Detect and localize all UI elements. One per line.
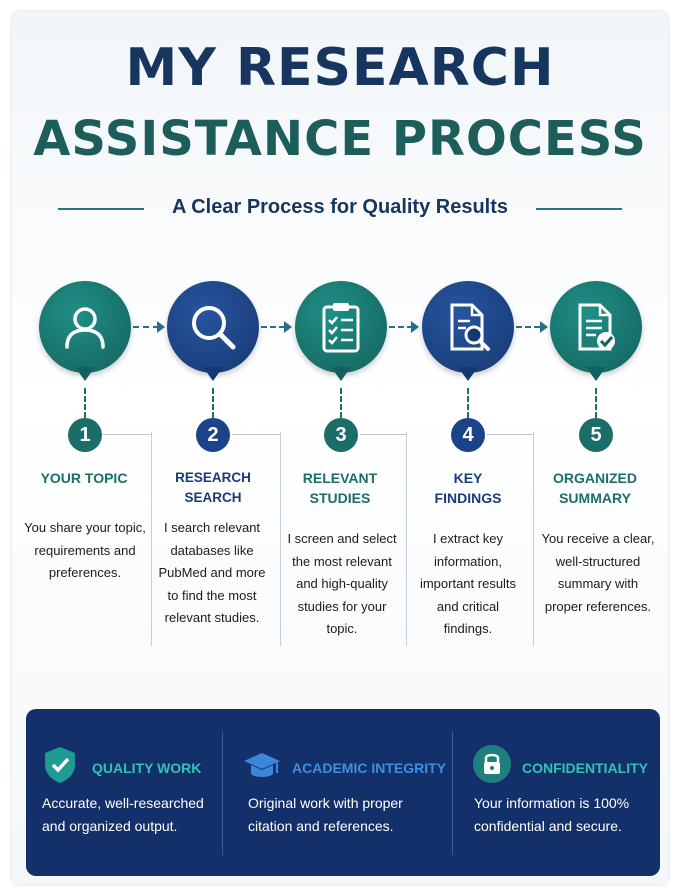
feature-1-title: QUALITY WORK — [92, 760, 202, 776]
person-icon — [65, 307, 105, 349]
page-title-line1: MY RESEARCH — [125, 38, 555, 98]
document-search-icon — [450, 303, 490, 351]
step-3-pin — [295, 281, 387, 381]
shield-check-icon — [45, 747, 75, 783]
step-4-pin — [422, 281, 514, 381]
connector-1-2 — [133, 326, 159, 328]
connector-arrow-2-3 — [284, 321, 292, 333]
connector-arrow-4-5 — [540, 321, 548, 333]
subtitle-divider-left — [58, 208, 144, 210]
subtitle-divider-right — [536, 208, 622, 210]
step-4-number: 4 — [451, 418, 485, 452]
step-separator-4 — [533, 432, 534, 646]
feature-2-description: Original work with proper citation and r… — [248, 795, 403, 834]
feature-2-title: ACADEMIC INTEGRITY — [292, 760, 446, 776]
number-line-1 — [103, 434, 151, 435]
feature-separator-2 — [452, 731, 453, 855]
step-3-title: RELEVANT STUDIES — [302, 470, 378, 506]
step-3-description: I screen and select the most relevant an… — [287, 531, 397, 636]
step-2-dash — [212, 388, 214, 418]
lock-icon — [473, 745, 511, 783]
connector-2-3 — [261, 326, 285, 328]
step-4-title: KEY FINDINGS — [434, 470, 502, 506]
connector-3-4 — [389, 326, 413, 328]
step-1-number: 1 — [68, 418, 102, 452]
number-line-2 — [232, 434, 280, 435]
feature-1-description: Accurate, well-researched and organized … — [42, 795, 204, 834]
connector-arrow-3-4 — [411, 321, 419, 333]
step-1-pin — [39, 281, 131, 381]
step-1-title: YOUR TOPIC — [40, 470, 128, 486]
connector-4-5 — [516, 326, 540, 328]
step-2-description: I search relevant databases like PubMed … — [158, 520, 266, 625]
step-4-description: I extract key information, important res… — [419, 531, 517, 636]
magnifier-icon — [192, 306, 236, 350]
step-1-dash — [84, 388, 86, 418]
number-line-4 — [487, 434, 533, 435]
step-separator-3 — [406, 432, 407, 646]
connector-arrow-1-2 — [157, 321, 165, 333]
features-panel: QUALITY WORK Accurate, well-researched a… — [26, 709, 660, 876]
step-5-number: 5 — [579, 418, 613, 452]
step-2-number: 2 — [196, 418, 230, 452]
number-line-3 — [360, 434, 406, 435]
step-4-dash — [467, 388, 469, 418]
subtitle: A Clear Process for Quality Results — [171, 196, 509, 218]
step-3-number: 3 — [324, 418, 358, 452]
feature-3-description: Your information is 100% confidential an… — [474, 795, 630, 834]
page-title-line2: ASSISTANCE PROCESS — [33, 111, 647, 167]
step-separator-2 — [280, 432, 281, 646]
step-5-dash — [595, 388, 597, 418]
step-separator-1 — [151, 432, 152, 646]
step-5-pin — [550, 281, 642, 381]
step-1-description: You share your topic, requirements and p… — [24, 520, 146, 580]
document-check-icon — [578, 303, 615, 351]
feature-3-title: CONFIDENTIALITY — [522, 760, 648, 776]
checklist-clipboard-icon — [322, 303, 360, 353]
step-5-description: You receive a clear, well-structured sum… — [541, 531, 655, 614]
feature-separator-1 — [222, 731, 223, 855]
step-2-title: RESEARCH SEARCH — [175, 470, 251, 505]
graduation-cap-icon — [244, 753, 280, 777]
step-3-dash — [340, 388, 342, 418]
step-2-pin — [167, 281, 259, 381]
step-5-title: ORGANIZED SUMMARY — [553, 470, 637, 506]
